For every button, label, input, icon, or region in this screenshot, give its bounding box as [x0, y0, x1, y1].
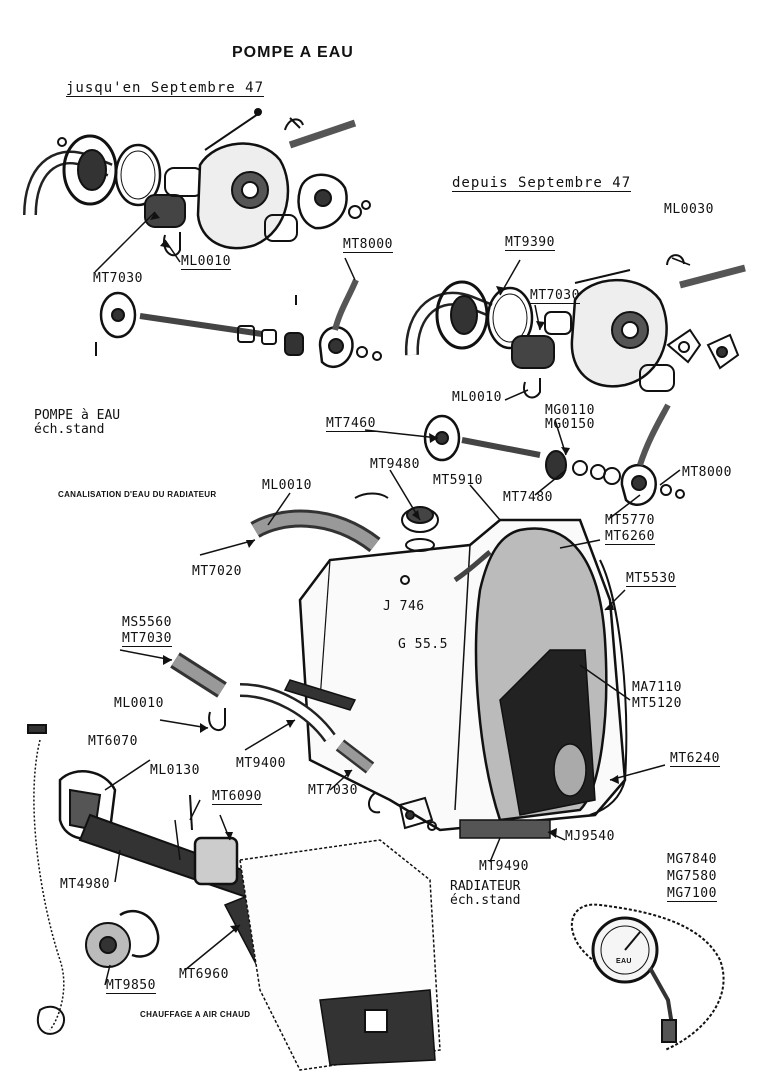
part-label-mt7030-lower: MT7030	[308, 783, 358, 798]
part-label-mt6260: MT6260	[605, 529, 655, 545]
part-label-j746: J 746	[383, 599, 425, 614]
part-label-mt6070: MT6070	[88, 734, 138, 749]
part-label-ma7110: MA7110	[632, 680, 682, 695]
part-label-mt7030: MT7030	[93, 271, 143, 286]
pump-early-assembly	[23, 108, 371, 257]
pump-late-shaft	[423, 403, 685, 506]
part-label-mg7100: MG7100	[667, 886, 717, 902]
part-label-ml0010-late: ML0010	[452, 390, 502, 405]
part-label-mt5910: MT5910	[433, 473, 483, 488]
part-label-ml0130: ML0130	[150, 763, 200, 778]
part-label-mg7580: MG7580	[667, 869, 717, 884]
part-label-mt6090: MT6090	[212, 789, 262, 805]
heating-assembly	[27, 724, 441, 1071]
part-label-mt7480: MT7480	[503, 490, 553, 505]
part-label-mg0150: MG0150	[545, 417, 595, 432]
part-label-mt6240: MT6240	[670, 751, 720, 767]
radiator-caption-line2: éch.stand	[450, 893, 521, 908]
part-label-mt7020: MT7020	[192, 564, 242, 579]
section-before-sept-47: jusqu'en Septembre 47	[66, 80, 265, 97]
pump-early-shaft	[95, 278, 382, 369]
part-label-mt7030-late: MT7030	[530, 288, 580, 304]
pump-exchange-caption-line1: POMPE à EAU	[34, 408, 121, 423]
temperature-gauge	[570, 903, 725, 1051]
part-label-ms5560: MS5560	[122, 615, 172, 630]
part-label-mt7460: MT7460	[326, 416, 376, 432]
arrowheads	[150, 212, 619, 933]
part-label-mg7840: MG7840	[667, 852, 717, 867]
radiator-hoses	[170, 509, 437, 831]
part-label-mt5770: MT5770	[605, 513, 655, 528]
part-label-mt8000: MT8000	[343, 237, 393, 253]
part-label-ml0010-hose: ML0010	[114, 696, 164, 711]
part-label-mt5120: MT5120	[632, 696, 682, 711]
gauge-face-label: EAU	[616, 958, 632, 965]
part-label-mj9540: MJ9540	[565, 829, 615, 844]
part-label-ml0010-radiator: ML0010	[262, 478, 312, 493]
part-label-g555: G 55.5	[398, 637, 448, 652]
part-label-mt9480: MT9480	[370, 457, 420, 472]
part-label-mt9850: MT9850	[106, 978, 156, 994]
page-title: POMPE A EAU	[232, 44, 354, 61]
radiator-caption-line1: RADIATEUR	[450, 879, 521, 894]
part-label-mt7030-radiator: MT7030	[122, 631, 172, 647]
pump-late-assembly	[404, 254, 746, 399]
part-label-mt6960: MT6960	[179, 967, 229, 982]
part-label-mg0110: MG0110	[545, 403, 595, 418]
radiator-assembly	[283, 492, 628, 839]
part-label-mt8000-late: MT8000	[682, 465, 732, 480]
heating-caption: CHAUFFAGE A AIR CHAUD	[140, 1010, 251, 1019]
part-label-mt4980: MT4980	[60, 877, 110, 892]
part-label-mt9390: MT9390	[505, 235, 555, 251]
canalisation-caption: CANALISATION D'EAU DU RADIATEUR	[58, 490, 217, 499]
part-label-ml0010: ML0010	[181, 254, 231, 270]
section-after-sept-47: depuis Septembre 47	[452, 175, 632, 192]
pump-exchange-caption-line2: éch.stand	[34, 422, 105, 437]
part-label-mt5530: MT5530	[626, 571, 676, 587]
part-label-mt9490: MT9490	[479, 859, 529, 874]
part-label-ml0030: ML0030	[664, 202, 714, 217]
part-label-mt9400: MT9400	[236, 756, 286, 771]
